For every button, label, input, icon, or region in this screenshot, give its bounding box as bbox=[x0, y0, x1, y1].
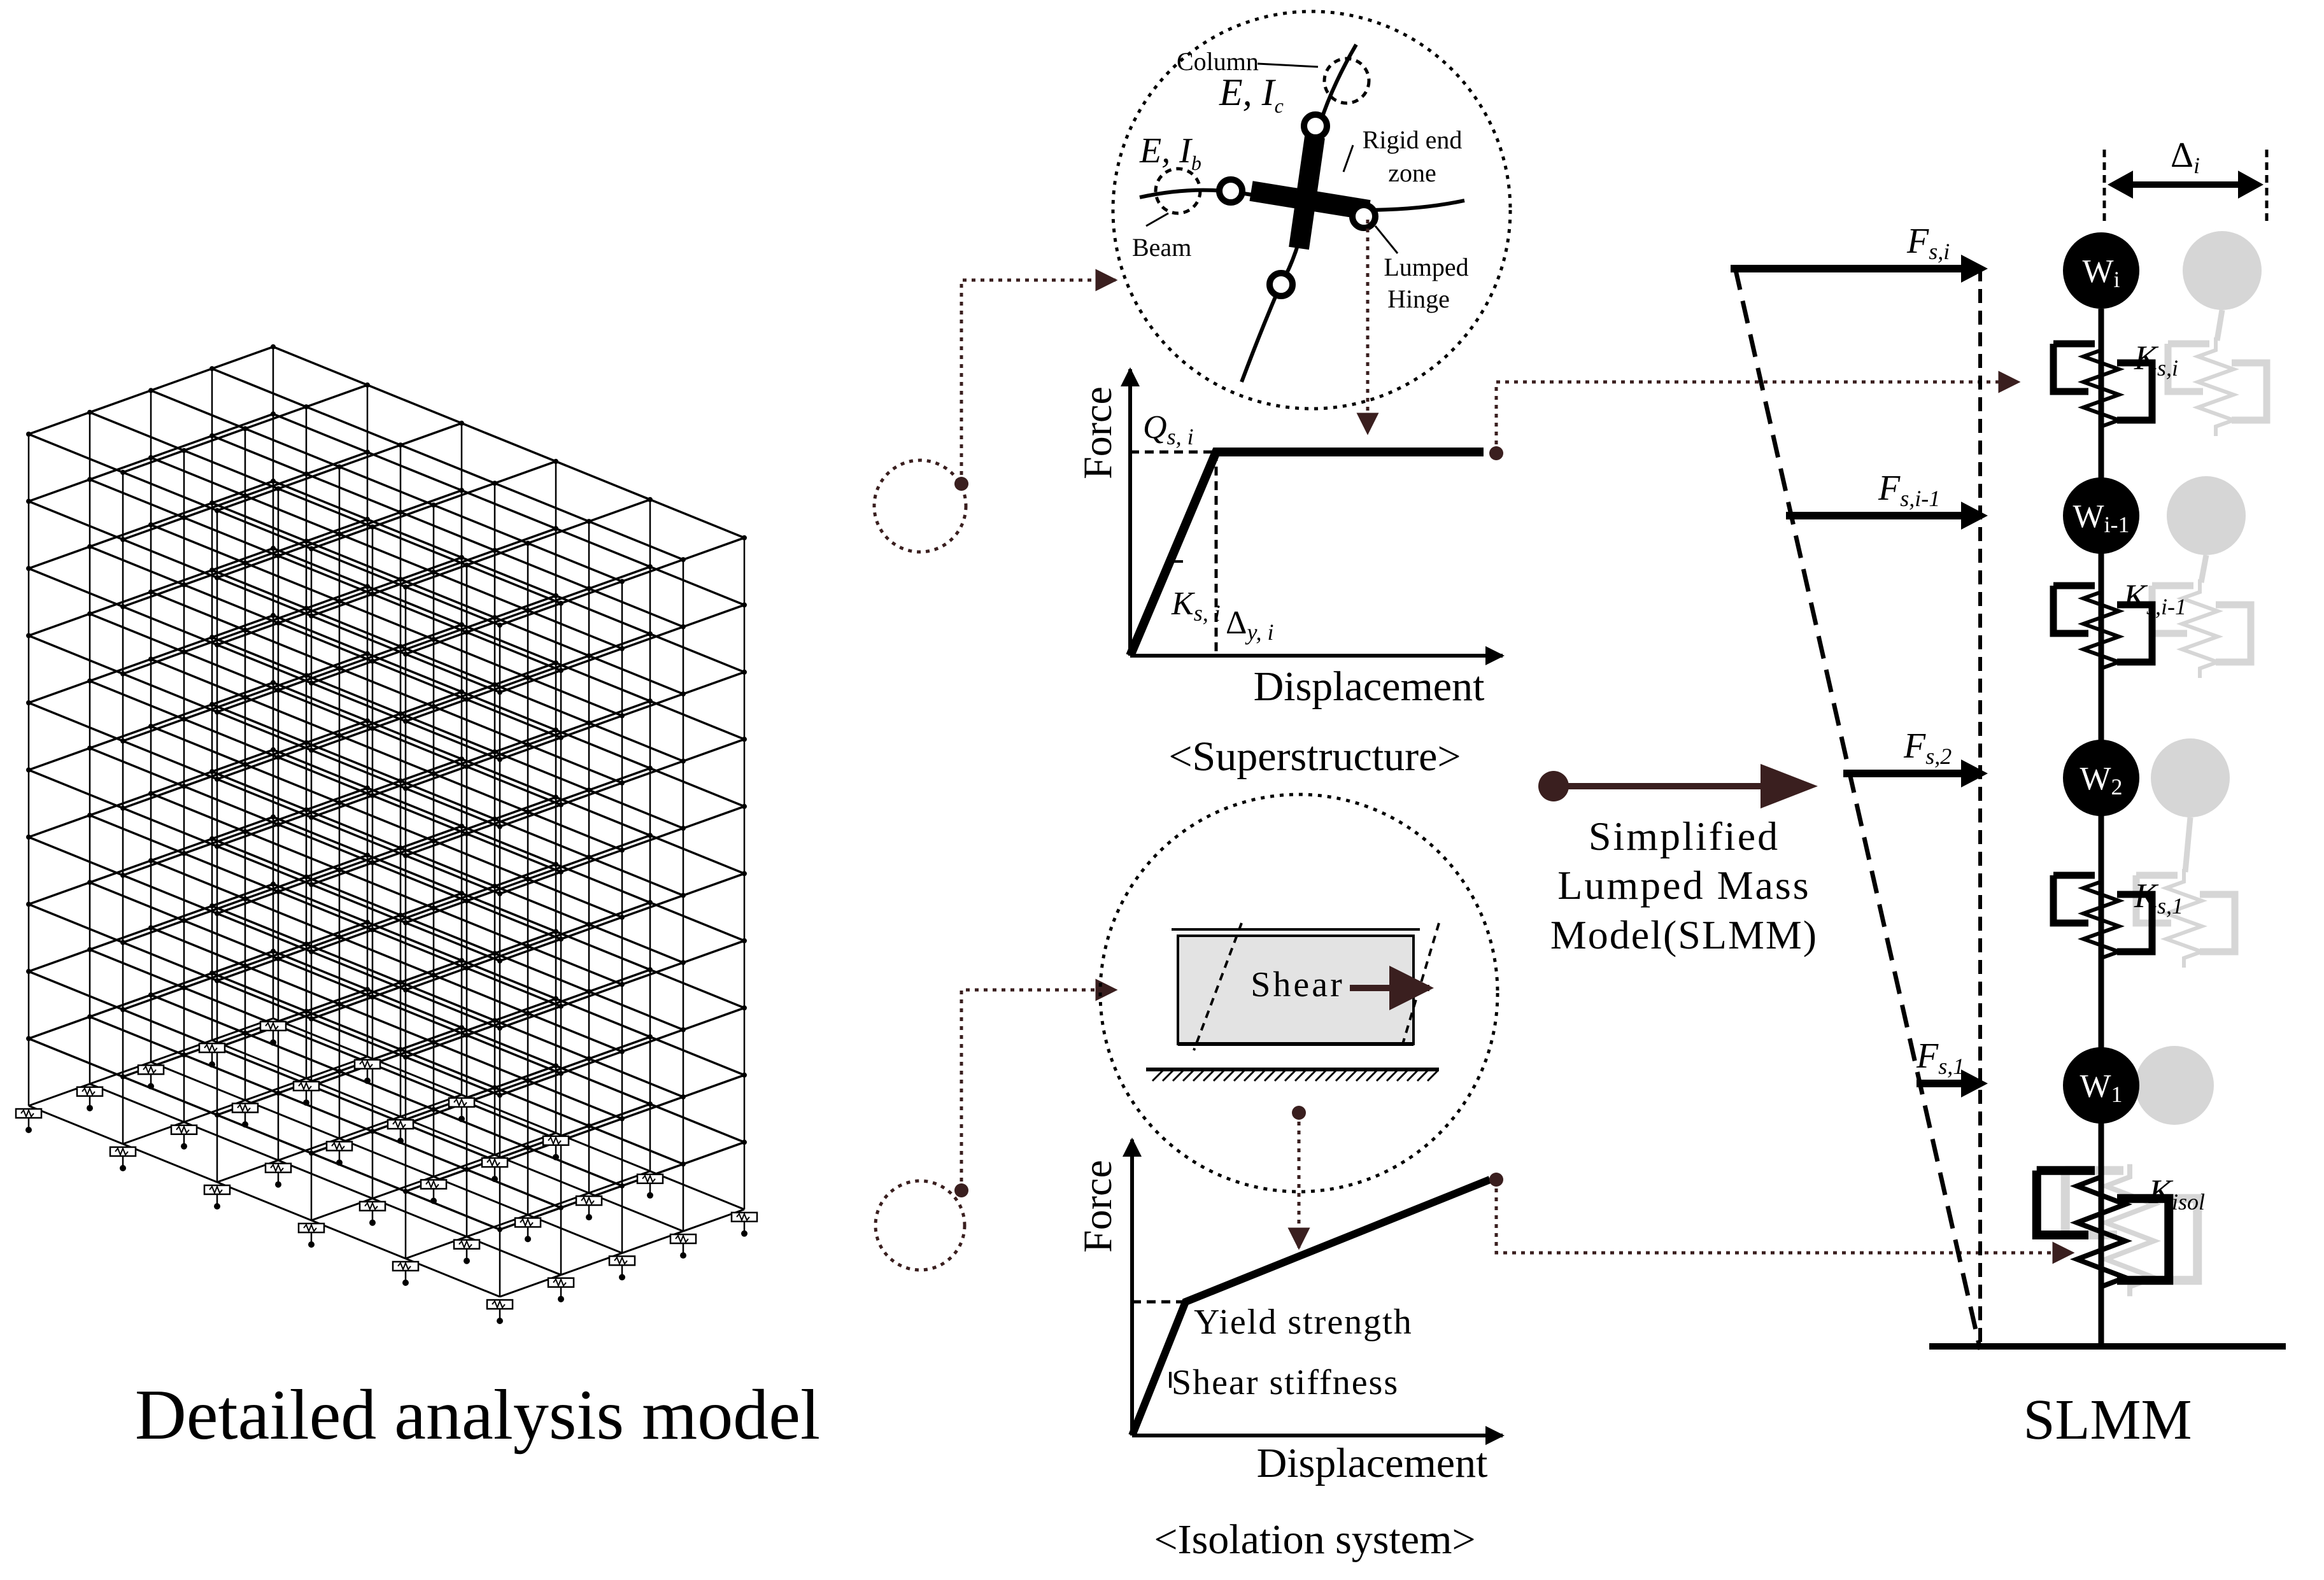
model-connectors bbox=[872, 269, 1118, 1272]
iso-stiffness-label: Shear stiffness bbox=[1172, 1363, 1399, 1402]
transform-line-3: Model(SLMM) bbox=[1550, 912, 1818, 957]
force-label-1: Fs,i-1 bbox=[1878, 469, 1940, 511]
super-ylabel: Force bbox=[1075, 386, 1120, 479]
mass-label-3: W1 bbox=[2080, 1068, 2122, 1107]
slmm-deformed-ghost bbox=[2060, 231, 2271, 1297]
column-label: Column bbox=[1177, 47, 1259, 76]
chart-to-slmm-connectors bbox=[1494, 370, 2075, 1264]
rigid-zone-label-1: Rigid end bbox=[1363, 125, 1463, 154]
force-label-3: Fs,1 bbox=[1916, 1036, 1964, 1079]
super-yield-disp: Δy, i bbox=[1226, 605, 1273, 645]
super-caption: <Superstructure> bbox=[1168, 733, 1461, 780]
super-yield-force: Qs, i bbox=[1143, 409, 1194, 449]
hinge-label-1: Lumped bbox=[1384, 253, 1468, 281]
hinge-label-2: Hinge bbox=[1387, 285, 1450, 313]
mass-label-0: Wi bbox=[2082, 253, 2120, 292]
mass-label-2: W2 bbox=[2080, 761, 2122, 800]
hinge-top bbox=[1301, 111, 1330, 141]
spring-label-1: Ks,i-1 bbox=[2123, 577, 2186, 619]
iso-bilinear-curve bbox=[1128, 1176, 1492, 1437]
joint-detail: Column E, Ic E, Ib Beam Rigid end zone L… bbox=[1111, 10, 1512, 411]
joint-detail-circle bbox=[1111, 10, 1512, 411]
super-backbone-curve bbox=[1126, 448, 1484, 658]
spring-label-3: Kisol bbox=[2148, 1173, 2205, 1215]
beam-label: Beam bbox=[1132, 233, 1191, 262]
rigid-zone-label-2: zone bbox=[1388, 159, 1436, 187]
transform-line-1: Simplified bbox=[1589, 814, 1780, 859]
isolator-detail: Shear bbox=[1098, 793, 1499, 1194]
mass-2 bbox=[2063, 740, 2139, 816]
super-xlabel: Displacement bbox=[1254, 663, 1485, 710]
hinge-bottom bbox=[1266, 270, 1296, 299]
isolator-to-chart-connector bbox=[1287, 1106, 1310, 1250]
hinge-right bbox=[1349, 202, 1378, 231]
force-distribution: Fs,iFs,i-1Fs,2Fs,1 bbox=[1731, 222, 1988, 1350]
superstructure-chart: Force Displacement Qs, i Ks, i Δy, i <Su… bbox=[1075, 367, 1505, 780]
joint-highlight-circle bbox=[872, 458, 968, 554]
iso-yield-label: Yield strength bbox=[1194, 1302, 1413, 1342]
iso-ylabel: Force bbox=[1075, 1160, 1120, 1253]
hinge-left bbox=[1216, 176, 1245, 206]
isolation-chart: Force Displacement Yield strength Shear … bbox=[1075, 1138, 1505, 1563]
connector-to-joint bbox=[960, 269, 1118, 484]
connector-to-isolator bbox=[960, 978, 1118, 1190]
mass-1 bbox=[2063, 477, 2139, 554]
isolator-detail-circle bbox=[1098, 793, 1499, 1194]
force-label-0: Fs,i bbox=[1906, 222, 1950, 264]
force-label-2: Fs,2 bbox=[1903, 726, 1952, 769]
left-caption: Detailed analysis model bbox=[135, 1376, 820, 1455]
column-props: E, Ic bbox=[1219, 71, 1284, 117]
super-yield-guide bbox=[1130, 450, 1218, 656]
isolator-highlight-circle bbox=[874, 1179, 967, 1272]
shear-label: Shear bbox=[1251, 965, 1345, 1005]
iso-caption: <Isolation system> bbox=[1154, 1516, 1475, 1563]
super-stiffness: Ks, i bbox=[1171, 586, 1221, 626]
mass-0 bbox=[2063, 232, 2139, 309]
spring-label-2: Ks,1 bbox=[2134, 877, 2183, 919]
detailed-3d-frame-model bbox=[15, 344, 758, 1324]
transform-line-2: Lumped Mass bbox=[1557, 863, 1810, 908]
spring-label-0: Ks,i bbox=[2134, 339, 2178, 381]
iso-xlabel: Displacement bbox=[1257, 1440, 1488, 1486]
mass-label-1: Wi-1 bbox=[2072, 498, 2129, 537]
beam-props: E, Ib bbox=[1139, 131, 1201, 174]
mass-3 bbox=[2063, 1047, 2139, 1124]
slmm-caption: SLMM bbox=[2023, 1388, 2192, 1451]
transform-arrow: Simplified Lumped Mass Model(SLMM) bbox=[1538, 764, 1818, 957]
slmm-delta-label: Δi bbox=[2171, 136, 2200, 178]
